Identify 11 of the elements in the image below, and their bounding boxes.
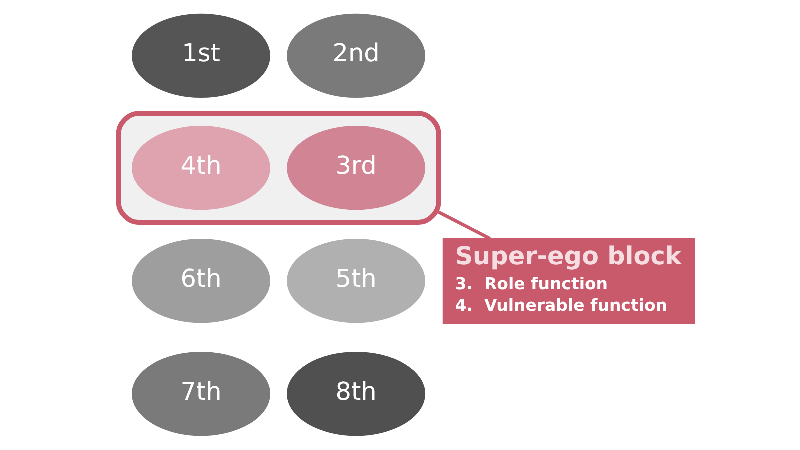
node-ellipse: 2nd	[287, 14, 426, 98]
node-ellipse: 5th	[287, 239, 426, 324]
node-ellipse: 4th	[132, 126, 271, 210]
node-ellipse: 3rd	[287, 126, 426, 210]
cluster	[116, 111, 442, 225]
node-ellipse: 6th	[132, 239, 271, 324]
node-ellipse: 8th	[287, 352, 426, 436]
node-ellipse: 7th	[132, 352, 271, 436]
node-ellipse: 1st	[132, 14, 271, 98]
connector	[438, 210, 491, 240]
node-box: Super-ego block 3. Role function 4. Vulnerable function	[442, 238, 696, 324]
